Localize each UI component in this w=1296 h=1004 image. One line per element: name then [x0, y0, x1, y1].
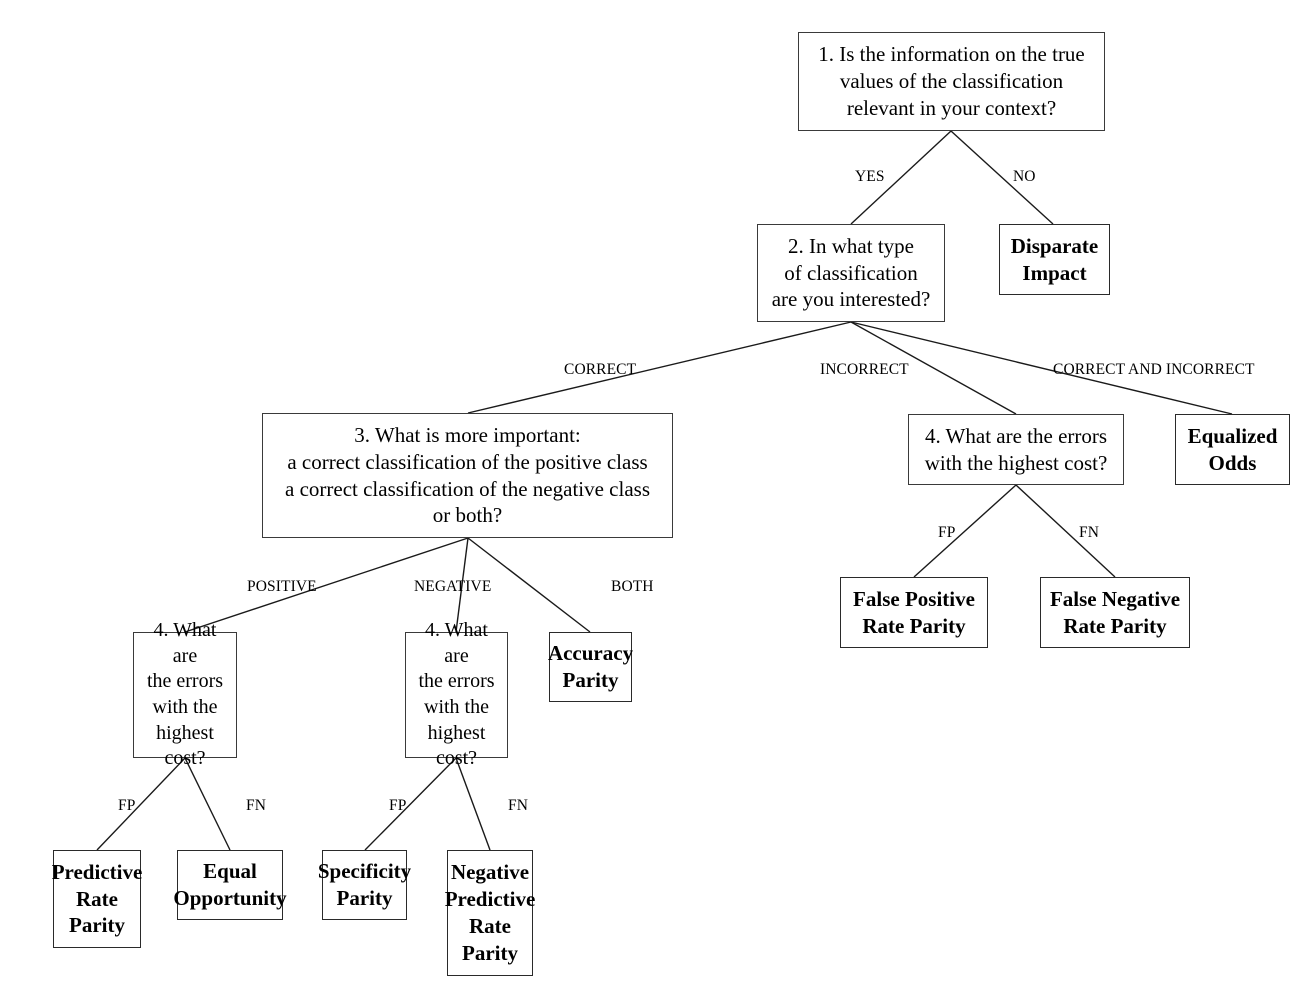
- edge-q4positive-to-equal-opportunity: [184, 757, 231, 851]
- node-negative-predictive-rate-parity[interactable]: Negative Predictive Rate Parity: [444, 850, 536, 976]
- edge-label-yes: YES: [855, 168, 885, 185]
- edge-label-no: NO: [1013, 168, 1036, 185]
- node-false-positive-rate-parity[interactable]: False Positive Rate Parity: [840, 577, 988, 648]
- edge-label-fp-right: FP: [938, 524, 956, 541]
- node-disparate-impact[interactable]: Disparate Impact: [999, 224, 1110, 295]
- node-false-negative-rate-parity[interactable]: False Negative Rate Parity: [1040, 577, 1190, 648]
- edge-q4negative-to-specificity-parity: [364, 757, 457, 851]
- node-disparate-impact-label: Disparate Impact: [1010, 233, 1099, 285]
- node-equalized-odds-label: Equalized Odds: [1187, 423, 1278, 475]
- node-equal-opportunity[interactable]: Equal Opportunity: [173, 850, 287, 920]
- node-accuracy-parity-label: Accuracy Parity: [547, 641, 634, 692]
- edge-label-fp-positive: FP: [118, 797, 136, 814]
- node-question-4-negative-label: 4. What are the errors with the highest …: [418, 619, 495, 770]
- node-question-1-label: 1. Is the information on the true values…: [818, 42, 1085, 120]
- edge-label-fp-negative: FP: [389, 797, 407, 814]
- edge-label-correct-and-incorrect: CORRECT AND INCORRECT: [1053, 361, 1255, 378]
- edge-q2-to-equalized-odds: [850, 321, 1233, 415]
- edge-q4positive-to-predictive-rate-parity: [96, 757, 186, 851]
- edge-label-positive: POSITIVE: [247, 578, 317, 595]
- node-question-1[interactable]: 1. Is the information on the true values…: [798, 32, 1105, 131]
- node-question-4-right-label: 4. What are the errors with the highest …: [924, 423, 1108, 475]
- edge-q3-to-q4-negative: [455, 537, 469, 633]
- edge-label-fn-right: FN: [1079, 524, 1100, 541]
- node-negative-predictive-rate-parity-label: Negative Predictive Rate Parity: [444, 860, 536, 965]
- edge-label-fn-positive: FN: [246, 797, 267, 814]
- node-question-3[interactable]: 3. What is more important: a correct cla…: [262, 413, 673, 538]
- edge-label-fn-negative: FN: [508, 797, 529, 814]
- node-question-4-negative[interactable]: 4. What are the errors with the highest …: [405, 619, 508, 769]
- node-question-4-positive[interactable]: 4. What are the errors with the highest …: [133, 619, 237, 769]
- node-equal-opportunity-label: Equal Opportunity: [173, 859, 287, 910]
- node-specificity-parity[interactable]: Specificity Parity: [318, 850, 411, 920]
- edge-q3-to-q4-positive: [184, 537, 469, 633]
- edge-q4right-to-false-positive-rate-parity: [913, 484, 1017, 578]
- edge-q3-to-accuracy-parity: [467, 537, 591, 633]
- edge-q4negative-to-negative-predictive-rate-parity: [455, 757, 491, 851]
- node-question-4-right[interactable]: 4. What are the errors with the highest …: [908, 414, 1124, 485]
- edge-q1-to-q2: [850, 130, 952, 225]
- edge-q1-to-disparate-impact: [950, 130, 1054, 225]
- node-false-positive-rate-parity-label: False Positive Rate Parity: [853, 586, 975, 638]
- node-equalized-odds[interactable]: Equalized Odds: [1175, 414, 1290, 485]
- edge-label-both: BOTH: [611, 578, 654, 595]
- edge-q2-to-q3: [467, 321, 852, 414]
- node-question-2[interactable]: 2. In what type of classification are yo…: [757, 224, 945, 322]
- node-predictive-rate-parity[interactable]: Predictive Rate Parity: [51, 850, 143, 948]
- edge-label-correct: CORRECT: [564, 361, 637, 378]
- node-question-4-positive-label: 4. What are the errors with the highest …: [146, 619, 224, 770]
- edge-q2-to-q4-right: [850, 321, 1017, 415]
- node-question-2-label: 2. In what type of classification are yo…: [771, 233, 931, 312]
- node-predictive-rate-parity-label: Predictive Rate Parity: [51, 859, 143, 938]
- edge-q4right-to-false-negative-rate-parity: [1015, 484, 1116, 578]
- node-question-3-label: 3. What is more important: a correct cla…: [285, 422, 650, 528]
- node-false-negative-rate-parity-label: False Negative Rate Parity: [1049, 586, 1181, 638]
- edge-label-incorrect: INCORRECT: [820, 361, 909, 378]
- node-accuracy-parity[interactable]: Accuracy Parity: [547, 632, 634, 702]
- node-specificity-parity-label: Specificity Parity: [317, 859, 412, 910]
- edge-label-negative: NEGATIVE: [414, 578, 492, 595]
